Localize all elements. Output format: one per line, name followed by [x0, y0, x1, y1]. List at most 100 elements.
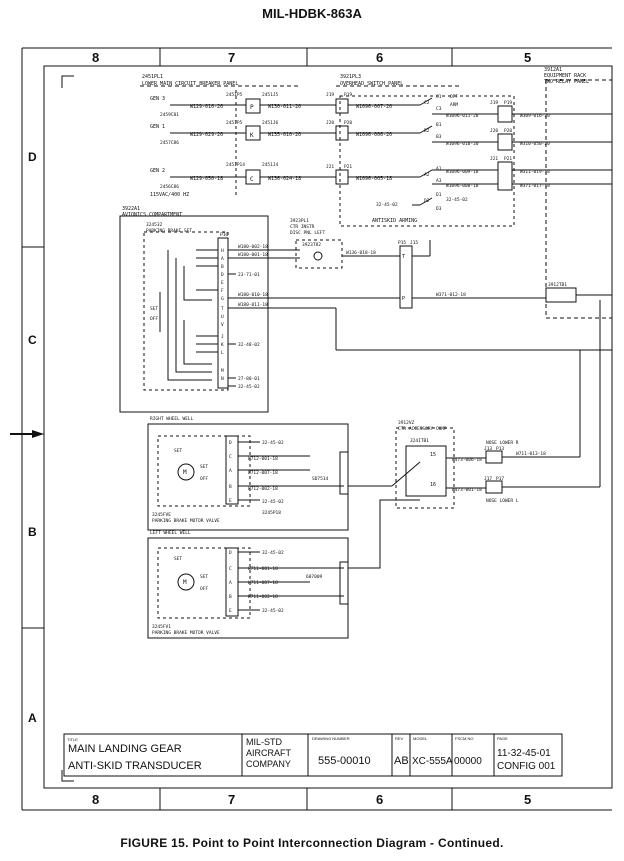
conn-label: P21 — [504, 156, 512, 162]
wire-label: W310-050-20 — [520, 141, 550, 147]
ctr-id2: CTR INSTR — [290, 224, 315, 230]
title-line2: ANTI-SKID TRANSDUCER — [68, 760, 202, 772]
motor-set: SET — [200, 574, 208, 580]
svg-text:W129-010-20: W129-010-20 — [190, 104, 223, 110]
svg-text:2457C86: 2457C86 — [160, 140, 179, 146]
svg-text:W711-007-18: W711-007-18 — [248, 580, 278, 586]
model: XC-555A — [412, 756, 453, 767]
wire-label: W1096-005-18 — [356, 176, 392, 182]
switch-label: A1 — [436, 166, 442, 172]
svg-text:N: N — [221, 376, 224, 382]
svg-text:23-71-01: 23-71-01 — [238, 272, 260, 278]
pbmv-r-id: 3245FVE — [152, 512, 171, 518]
wire-label: 32-45-02 — [446, 197, 468, 203]
zone-bottom-7: 7 — [228, 792, 235, 807]
svg-text:32-45-02: 32-45-02 — [238, 384, 260, 390]
svg-text:32-45-02: 32-45-02 — [262, 608, 284, 614]
wire-label: W371-012-18 — [436, 292, 466, 298]
svg-text:GEN 1: GEN 1 — [150, 124, 165, 130]
switch-label: C2 — [424, 100, 430, 106]
zone-arrow-icon — [32, 430, 44, 438]
switch-label: B1 — [436, 122, 442, 128]
conn-label: P19 — [344, 92, 352, 98]
switch-label: A3 — [436, 178, 442, 184]
wire-label: W711-013-18 — [516, 451, 546, 457]
svg-text:32-45-02: 32-45-02 — [262, 550, 284, 556]
ctr-id3: DISC PNL LEFT — [290, 230, 326, 236]
zone-left-D: D — [28, 150, 37, 164]
svg-text:J: J — [221, 334, 224, 340]
motor-set: SET — [174, 448, 182, 454]
lmcb-name: LOWER MAIN CIRCUIT BREAKER PANEL — [142, 81, 238, 87]
conn-label: P21 — [344, 164, 352, 170]
motor-label: M — [183, 469, 187, 476]
svg-text:W712-007-18: W712-007-18 — [248, 470, 278, 476]
switch-label: C3 — [436, 106, 442, 112]
svg-text:2451P5: 2451P5 — [226, 120, 243, 126]
svg-text:W180-011-18: W180-011-18 — [238, 302, 268, 308]
svg-text:E: E — [229, 498, 232, 504]
page-number: 11-32-45-01 — [497, 748, 551, 759]
svg-text:C: C — [250, 176, 254, 183]
svg-text:E: E — [229, 608, 232, 614]
svg-text:H: H — [221, 248, 224, 254]
ref-label: SD7514 — [312, 476, 329, 482]
wire-label: W1096-006-20 — [356, 132, 392, 138]
fscm-label: FSCM NO — [455, 736, 473, 741]
motor-off: OFF — [200, 586, 208, 592]
svg-text:W130-011-20: W130-011-20 — [268, 104, 301, 110]
pbs-pins: H A B D E F G T U V J K L M N — [221, 248, 224, 382]
pbs-conn: P16 — [220, 232, 228, 238]
wire-label: W1096-008-18 — [446, 183, 479, 189]
switch-label: C1 — [436, 94, 442, 100]
switch-label: D3 — [436, 206, 442, 212]
svg-text:2451J4: 2451J4 — [262, 162, 279, 168]
svg-text:L: L — [221, 350, 224, 356]
gen-row: GEN 2 2451P14 2451J4 2456C86 W129-050-18… — [150, 162, 301, 190]
conn-label: P20 — [344, 120, 352, 126]
svg-text:W135-010-20: W135-010-20 — [268, 132, 301, 138]
rww-wires: 32-45-02 W712-001-18 W712-007-18 W712-00… — [248, 440, 284, 505]
conn-label: P15 — [398, 240, 406, 246]
switch-label: D2 — [424, 198, 430, 204]
avionics-id: 3922A1 — [122, 206, 140, 212]
svg-text:B: B — [229, 594, 232, 600]
page-label: PAGE — [497, 736, 508, 741]
zone-left-B: B — [28, 525, 37, 539]
conn-label: J19 — [326, 92, 334, 98]
svg-text:W180-002-18: W180-002-18 — [238, 244, 268, 250]
svg-text:W712-001-18: W712-001-18 — [248, 456, 278, 462]
switch-label: D1 — [436, 192, 442, 198]
conn-label: J17 — [484, 476, 492, 482]
motor-set: SET — [174, 556, 182, 562]
avionics-name: AVIONICS COMPARTMENT — [122, 212, 182, 218]
tb-label: 3912TB1 — [548, 282, 567, 288]
svg-text:K: K — [221, 342, 224, 348]
wire-label: W1096-007-20 — [356, 104, 392, 110]
svg-text:32-45-02: 32-45-02 — [262, 440, 284, 446]
svg-text:W129-050-18: W129-050-18 — [190, 176, 223, 182]
figure-caption: FIGURE 15. Point to Point Interconnectio… — [120, 836, 504, 850]
svg-text:2459C81: 2459C81 — [160, 112, 179, 118]
acc-id3: 324ITB1 — [410, 438, 429, 444]
document-header: MIL-HDBK-863A — [262, 6, 362, 21]
svg-text:2456C86: 2456C86 — [160, 184, 179, 190]
svg-text:V: V — [221, 322, 224, 328]
svg-text:K: K — [250, 132, 254, 139]
lww-label: LEFT WHEEL WELL — [150, 530, 191, 536]
overhead-name: OVERHEAD SWITCH PANEL — [340, 81, 403, 87]
pin-label: T — [402, 254, 405, 260]
wire-label: 32-45-02 — [376, 202, 398, 208]
svg-text:F: F — [221, 288, 224, 294]
svg-text:E: E — [221, 280, 224, 286]
svg-text:GEN 2: GEN 2 — [150, 168, 165, 174]
motor-off: OFF — [200, 476, 208, 482]
switch-label: B3 — [436, 134, 442, 140]
set-label: SET — [150, 306, 158, 312]
pbs-id: 324532 — [146, 222, 163, 228]
relay-name1: EQUIPMENT RACK — [544, 73, 586, 79]
fscm-number: 00000 — [454, 756, 482, 767]
rww-label: RIGHT WHEEL WELL — [150, 416, 194, 422]
conn-label: J20 — [490, 128, 498, 134]
acc-id1: 3912VZ — [398, 420, 415, 426]
